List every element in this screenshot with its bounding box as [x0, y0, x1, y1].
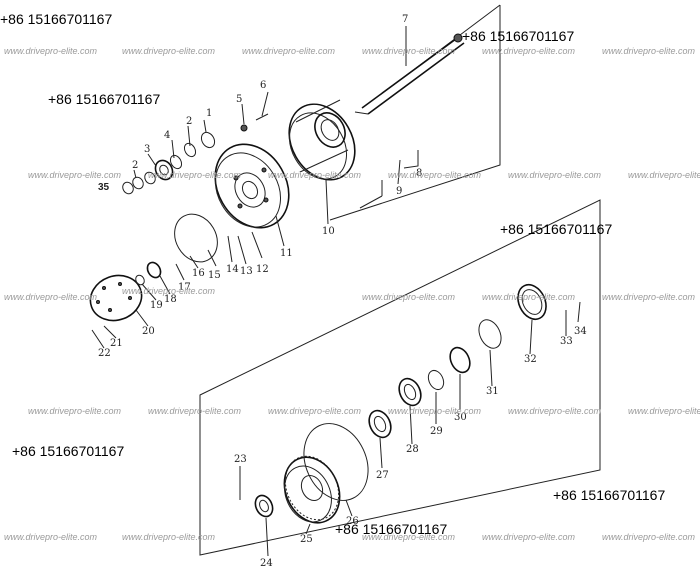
callout-18: 18: [164, 294, 177, 305]
housing-part-10: [288, 99, 356, 181]
ring-parts-29-32: [427, 283, 547, 391]
watermark: www.drivepro-elite.com: [602, 532, 696, 542]
watermark: www.drivepro-elite.com: [28, 170, 122, 180]
callout-22: 22: [98, 348, 111, 359]
lower-panel-outline: [199, 199, 601, 556]
watermark: www.drivepro-elite.com: [362, 46, 456, 56]
watermark: www.drivepro-elite.com: [148, 170, 242, 180]
cup-part-26: [303, 423, 369, 501]
callout-2a: 2: [186, 116, 192, 127]
watermark: www.drivepro-elite.com: [508, 170, 602, 180]
cover-plate-part-16: [174, 213, 218, 263]
phone-number-label: +86 15166701167: [553, 487, 666, 503]
callout-21: 21: [110, 338, 123, 349]
watermark: www.drivepro-elite.com: [268, 406, 362, 416]
callout-10: 10: [322, 226, 335, 237]
callout-5: 5: [236, 94, 242, 105]
watermark: www.drivepro-elite.com: [268, 170, 362, 180]
callout-31: 31: [486, 386, 499, 397]
callout-19: 19: [150, 300, 163, 311]
callout-9: 9: [396, 186, 402, 197]
watermark: www.drivepro-elite.com: [482, 532, 576, 542]
phone-number-label: +86 15166701167: [12, 443, 125, 459]
callout-7: 7: [402, 14, 408, 25]
watermark: www.drivepro-elite.com: [602, 46, 696, 56]
watermark: www.drivepro-elite.com: [4, 532, 98, 542]
callout-34: 34: [574, 326, 587, 337]
watermark: www.drivepro-elite.com: [148, 406, 242, 416]
watermark: www.drivepro-elite.com: [242, 46, 336, 56]
bearing-parts-27-28: [368, 377, 422, 439]
callout-32: 32: [524, 354, 537, 365]
callout-4: 4: [164, 130, 170, 141]
callout-6: 6: [260, 80, 266, 91]
callout-24: 24: [260, 558, 273, 569]
watermark: www.drivepro-elite.com: [28, 406, 122, 416]
watermark: www.drivepro-elite.com: [122, 532, 216, 542]
watermark: www.drivepro-elite.com: [482, 46, 576, 56]
phone-number-label: +86 15166701167: [462, 28, 575, 44]
callout-33: 33: [560, 336, 573, 347]
callout-8: 8: [416, 168, 422, 179]
watermark: www.drivepro-elite.com: [4, 46, 98, 56]
watermark: www.drivepro-elite.com: [4, 292, 98, 302]
watermark: www.drivepro-elite.com: [508, 406, 602, 416]
callout-26: 26: [346, 516, 359, 527]
callout-3: 3: [144, 144, 150, 155]
watermark: www.drivepro-elite.com: [628, 406, 700, 416]
watermark: www.drivepro-elite.com: [362, 292, 456, 302]
gear-part-18: [135, 261, 162, 286]
housing-part-11: [214, 143, 290, 229]
callout-14: 14: [226, 264, 239, 275]
watermark: www.drivepro-elite.com: [388, 406, 482, 416]
phone-number-label: +86 15166701167: [0, 11, 113, 27]
upper-small-parts: [122, 113, 269, 195]
callout-23: 23: [234, 454, 247, 465]
callout-17: 17: [178, 282, 191, 293]
phone-number-label: +86 15166701167: [48, 91, 161, 107]
ring-gear-part-25: [283, 455, 341, 524]
callout-1: 1: [206, 108, 212, 119]
watermark: www.drivepro-elite.com: [602, 292, 696, 302]
callout-11: 11: [280, 248, 293, 259]
callout-20: 20: [142, 326, 155, 337]
shaft-part-7: [354, 33, 465, 115]
callout-25: 25: [300, 534, 313, 545]
callout-28: 28: [406, 444, 419, 455]
seal-part-24: [254, 494, 274, 518]
phone-number-label: +86 15166701167: [335, 521, 448, 537]
callout-12: 12: [256, 264, 269, 275]
leader-lines: [91, 26, 581, 557]
watermark: www.drivepro-elite.com: [388, 170, 482, 180]
callout-29: 29: [430, 426, 443, 437]
watermark: www.drivepro-elite.com: [362, 532, 456, 542]
watermark: www.drivepro-elite.com: [122, 286, 216, 296]
callout-15: 15: [208, 270, 221, 281]
callout-16: 16: [192, 268, 205, 279]
callout-2b: 2: [132, 160, 138, 171]
callout-30: 30: [454, 412, 467, 423]
callout-35: 35: [98, 182, 110, 193]
phone-number-label: +86 15166701167: [500, 221, 613, 237]
watermark: www.drivepro-elite.com: [628, 170, 700, 180]
watermark: www.drivepro-elite.com: [122, 46, 216, 56]
cover-part-20: [89, 274, 143, 322]
callout-27: 27: [376, 470, 389, 481]
callout-13: 13: [240, 266, 253, 277]
watermark: www.drivepro-elite.com: [482, 292, 576, 302]
